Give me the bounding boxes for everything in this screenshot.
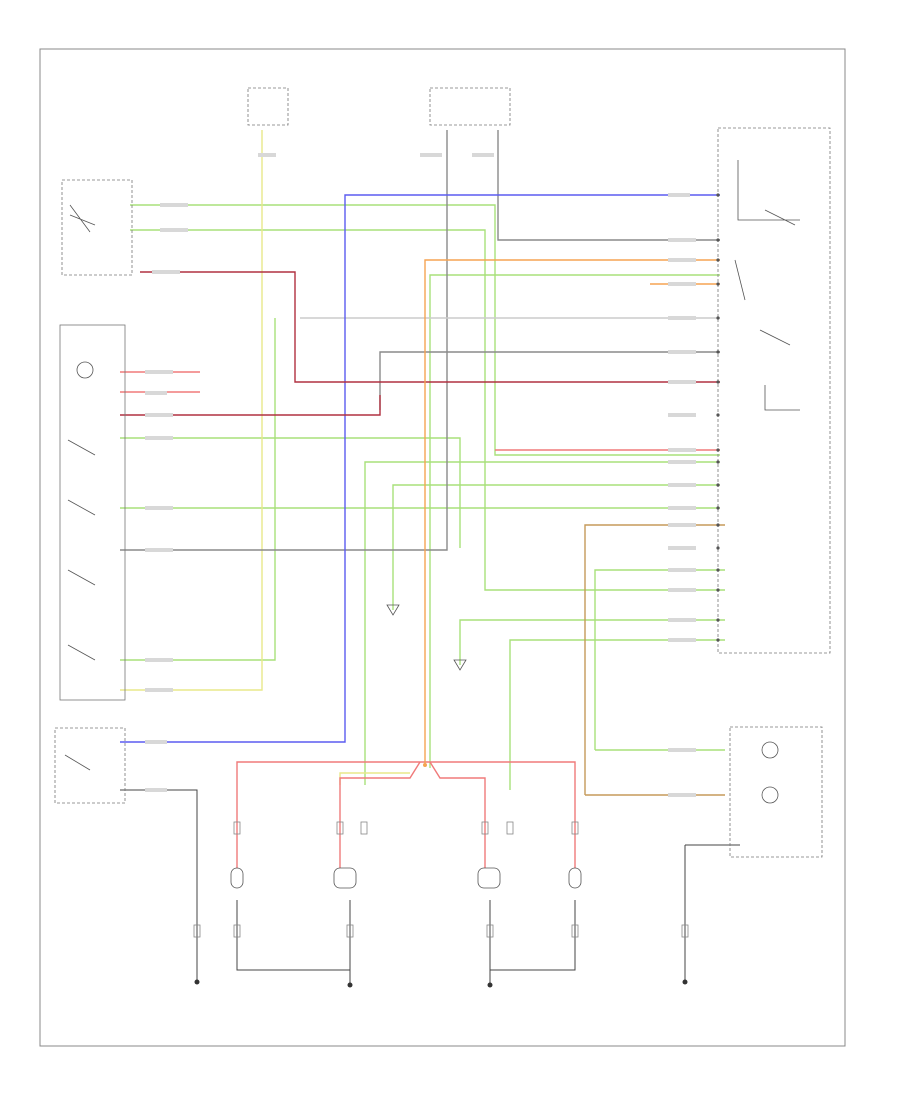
wires: [120, 130, 740, 985]
wire-gray: [379, 351, 720, 410]
multiplex-pins: [716, 193, 720, 642]
wire-blue: [120, 194, 720, 743]
wire-green: [364, 461, 720, 785]
switch-contact: [67, 439, 96, 661]
wire-green: [120, 437, 461, 548]
relay-contact: [734, 160, 800, 411]
wire-red: [120, 395, 381, 416]
wire-brown: [584, 524, 725, 795]
lamp-left-front: [230, 867, 244, 889]
lamp-right-front-side: [477, 867, 501, 889]
trailer-connectors: [386, 604, 467, 671]
wire-green: [429, 274, 720, 768]
wire-green: [120, 318, 276, 661]
wire-black: [490, 900, 576, 971]
lamp-left-front-side: [333, 867, 357, 889]
wire-orange: [424, 259, 720, 765]
switch-contact: [64, 754, 91, 771]
lamp-right-front: [568, 867, 582, 889]
wire-yellow: [339, 772, 410, 785]
lamps: [230, 867, 582, 889]
wire-black: [120, 789, 198, 980]
wire-code-labels: [145, 153, 696, 797]
trailer-connector-b: [453, 659, 467, 671]
wire-black: [236, 900, 351, 985]
splice-point: [423, 763, 427, 767]
wire-red: [140, 271, 720, 383]
ground-point: [487, 982, 493, 988]
switch-contacts: [64, 160, 800, 804]
wire-gray: [120, 130, 448, 551]
trailer-connector-a: [386, 604, 400, 616]
ground-point: [347, 982, 353, 988]
hazard-switch-box: [59, 324, 126, 701]
switch-contact: [69, 204, 96, 233]
turn-switch-box: [61, 179, 133, 276]
wire-red: [339, 761, 421, 870]
components: [54, 87, 831, 858]
brake-switch-box: [54, 727, 126, 804]
wire-green: [130, 229, 725, 591]
wire-green: [130, 204, 720, 456]
tell-tale-indicator: [76, 361, 94, 379]
gauge-box: [729, 726, 823, 858]
fuse-box-mid: [429, 87, 511, 126]
wire-red: [236, 761, 576, 870]
multiplex-box: [717, 127, 831, 654]
wire-yellow: [120, 130, 263, 691]
diagram-frame: [39, 48, 846, 1047]
connector-ticks: [193, 821, 689, 938]
wire-red: [429, 761, 486, 870]
fuse-box-left: [247, 87, 289, 126]
ground-point: [194, 979, 200, 985]
ground-point: [682, 979, 688, 985]
gauge-indicator-left: [761, 741, 779, 759]
wire-gray: [497, 130, 720, 241]
wire-green: [459, 619, 725, 665]
wire-green: [594, 569, 725, 750]
wire-green: [509, 639, 725, 790]
gauge-indicator-right: [761, 786, 779, 804]
wire-green: [392, 484, 720, 610]
grounds: [194, 979, 688, 988]
